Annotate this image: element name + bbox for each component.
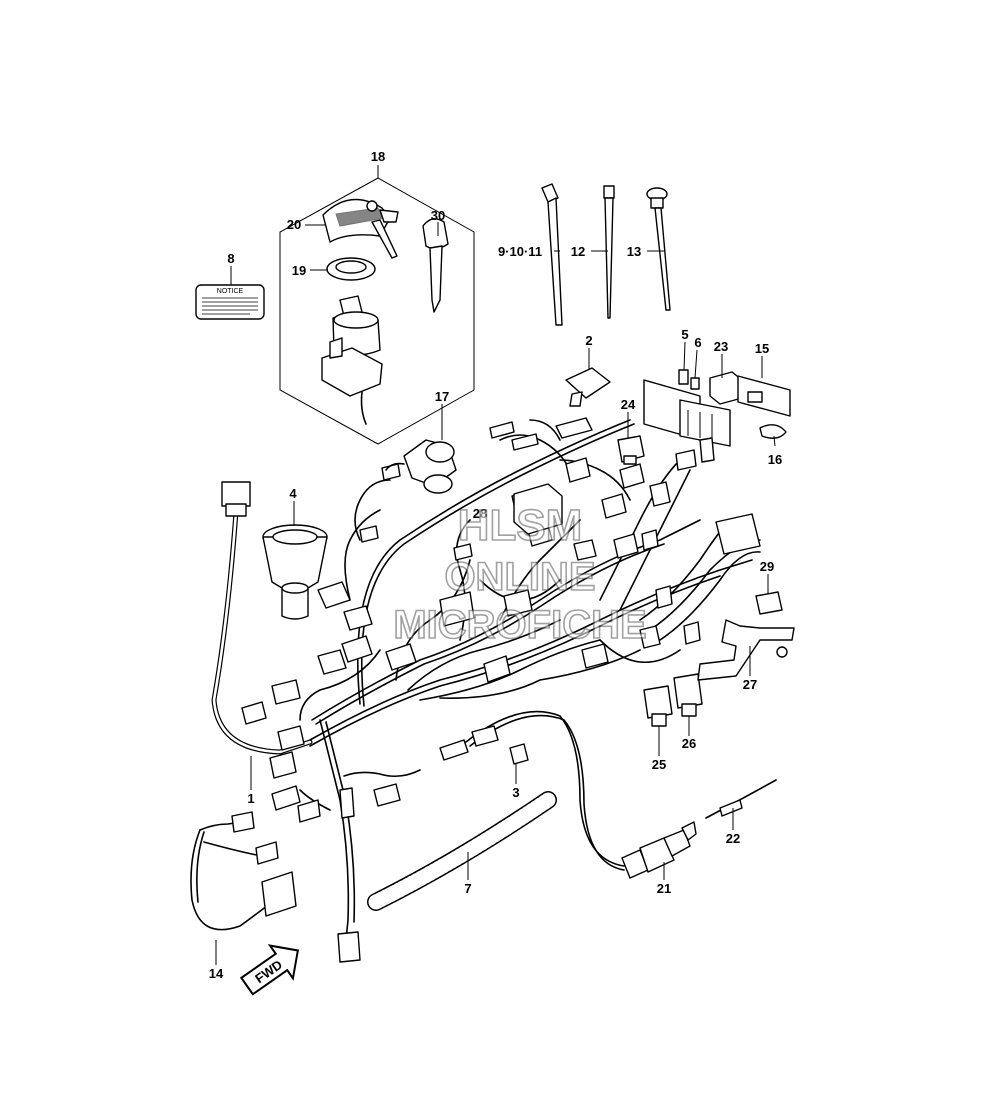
harness-connector[interactable] [565, 457, 591, 483]
ignition-kit-frame [279, 177, 475, 445]
label-9-10-11: 9·10·11 [498, 244, 542, 259]
label-15: 15 [755, 341, 769, 356]
label-5: 5 [681, 327, 688, 342]
harness-connector[interactable] [359, 525, 379, 543]
label-7: 7 [464, 881, 471, 896]
label-19: 19 [292, 263, 306, 278]
harness-connector[interactable] [341, 635, 373, 663]
label-21: 21 [657, 881, 671, 896]
fwd-arrow-icon: FWD [239, 944, 300, 996]
ignition-switch-body[interactable] [321, 295, 383, 425]
watermark-line-2: ONLINE [444, 555, 595, 599]
label-25: 25 [652, 757, 666, 772]
sub-harness-14[interactable] [190, 811, 297, 931]
harness-connector[interactable] [683, 621, 701, 645]
label-23: 23 [714, 339, 728, 354]
cable-tie-13[interactable] [646, 187, 671, 311]
part-labels: 18 20 19 30 8 9·10·11 12 13 2 5 6 23 15 … [209, 149, 782, 981]
harness-connector[interactable] [385, 643, 417, 671]
cable-tie-12[interactable] [603, 185, 615, 319]
harness-connector[interactable] [317, 649, 347, 675]
label-18: 18 [371, 149, 385, 164]
label-20: 20 [287, 217, 301, 232]
corrugated-tube-7[interactable] [367, 791, 557, 911]
harness-connector[interactable] [489, 421, 515, 439]
label-17: 17 [435, 389, 449, 404]
harness-connector[interactable] [453, 543, 473, 561]
harness-connector[interactable] [483, 655, 511, 683]
notice-label-part[interactable]: NOTICE [195, 284, 265, 320]
socket-17[interactable] [385, 439, 457, 494]
label-30: 30 [431, 208, 445, 223]
fuse-6[interactable] [690, 377, 700, 390]
harness-connector[interactable] [675, 449, 697, 471]
harness-connector[interactable] [271, 679, 301, 705]
label-6: 6 [694, 335, 701, 350]
harness-connector[interactable] [639, 625, 661, 649]
harness-connector[interactable] [655, 585, 673, 609]
sensor-21[interactable] [465, 710, 697, 879]
label-3: 3 [512, 785, 519, 800]
watermark-line-3: MICROFICHE [393, 603, 646, 647]
label-8: 8 [227, 251, 234, 266]
spring-22[interactable] [705, 779, 777, 819]
relay-28[interactable] [513, 483, 563, 535]
main-harness-1[interactable] [211, 419, 761, 755]
harness-connector[interactable] [573, 539, 597, 561]
harness-connector[interactable] [699, 437, 715, 463]
harness-connector[interactable] [503, 589, 533, 617]
label-27: 27 [743, 677, 757, 692]
harness-connector[interactable] [581, 643, 609, 669]
connector-in-line[interactable] [439, 725, 499, 761]
harness-connector[interactable] [241, 701, 267, 725]
label-1: 1 [247, 791, 254, 806]
harness-connector[interactable] [613, 533, 639, 559]
lower-branch-harness[interactable] [271, 719, 421, 963]
label-13: 13 [627, 244, 641, 259]
connector-25[interactable] [643, 685, 673, 727]
harness-connector[interactable] [555, 417, 593, 439]
clamp-16[interactable] [759, 424, 787, 439]
label-24: 24 [621, 397, 636, 412]
harness-connector[interactable] [601, 493, 627, 519]
harness-connector[interactable] [277, 725, 305, 751]
relay-23[interactable] [709, 371, 743, 405]
harness-connector[interactable] [343, 605, 373, 631]
harness-connector[interactable] [269, 751, 297, 779]
label-22: 22 [726, 831, 740, 846]
label-12: 12 [571, 244, 585, 259]
fuse-5[interactable] [678, 369, 689, 385]
harness-connector[interactable] [715, 513, 761, 555]
harness-connector[interactable] [317, 581, 351, 609]
label-14: 14 [209, 966, 224, 981]
bracket-27[interactable] [697, 619, 795, 681]
grommet-4[interactable] [262, 524, 328, 620]
harness-connector[interactable] [649, 481, 671, 507]
harness-connector[interactable] [619, 463, 645, 489]
label-2: 2 [585, 333, 592, 348]
label-4: 4 [289, 486, 297, 501]
cap-3[interactable] [509, 743, 529, 765]
connector-29[interactable] [755, 591, 783, 615]
connector-24[interactable] [617, 435, 645, 465]
watermark: HLSM ONLINE MICROFICHE [393, 500, 648, 648]
label-28: 28 [473, 506, 487, 521]
watermark-line-1: HLSM [458, 501, 583, 550]
label-26: 26 [682, 736, 696, 751]
spare-key[interactable] [422, 218, 449, 313]
ignition-key-cap[interactable] [322, 198, 399, 259]
ignition-ring-nut[interactable] [326, 257, 376, 281]
notice-label-text: NOTICE [217, 288, 244, 295]
label-29: 29 [760, 559, 774, 574]
harness-connector[interactable] [439, 591, 475, 627]
harness-connector[interactable] [511, 433, 539, 451]
connector-boot-2[interactable] [565, 367, 611, 407]
fuse-box-15[interactable] [737, 375, 791, 417]
leader-lines [215, 165, 776, 965]
label-16: 16 [768, 452, 782, 467]
harness-connector[interactable] [641, 529, 659, 551]
fuse-holder-block[interactable] [643, 379, 731, 447]
cable-tie-9-10-11[interactable] [541, 183, 563, 326]
